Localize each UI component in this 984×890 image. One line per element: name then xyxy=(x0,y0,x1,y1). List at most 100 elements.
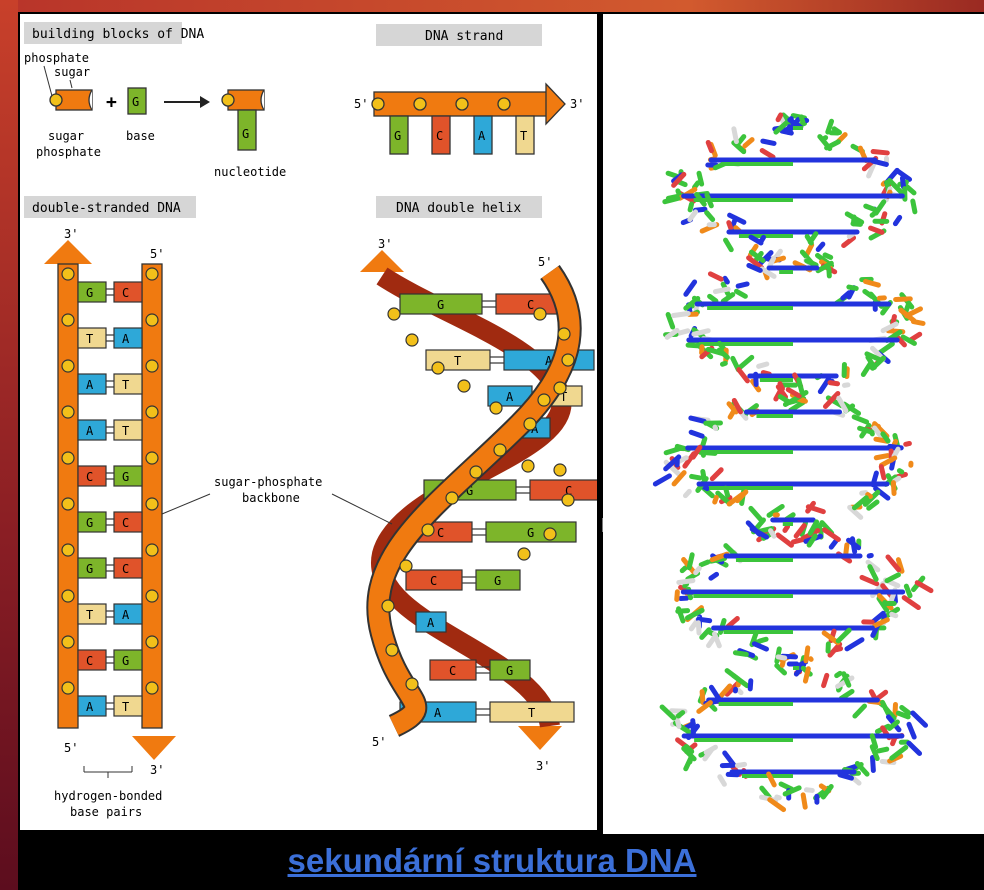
helix-phosphate xyxy=(494,444,506,456)
helix-base-left: A xyxy=(506,390,514,404)
phosphate-label: phosphate xyxy=(24,51,89,65)
model-bond xyxy=(876,202,884,213)
model-bond xyxy=(701,562,708,565)
strand-5-end: 5' xyxy=(354,97,368,111)
dna-stick-model xyxy=(655,115,931,810)
helix-phosphate xyxy=(524,418,536,430)
model-bond xyxy=(761,237,764,241)
top-decor-bar xyxy=(0,0,984,12)
ds-base-pair: CG xyxy=(78,650,142,670)
model-bond xyxy=(825,255,831,257)
model-bond xyxy=(655,476,669,484)
model-bond xyxy=(838,630,849,641)
model-bond xyxy=(854,417,866,422)
ds-base-right: C xyxy=(122,562,129,576)
model-bond xyxy=(695,183,698,187)
caption-link[interactable]: sekundární struktura DNA xyxy=(288,842,697,879)
model-bond xyxy=(759,364,767,366)
helix-phosphate xyxy=(386,644,398,656)
ds-base-left: A xyxy=(86,700,94,714)
model-bond xyxy=(689,555,692,568)
model-bond xyxy=(806,648,808,661)
model-bond xyxy=(778,115,781,120)
helix-phosphate xyxy=(544,528,556,540)
model-bond xyxy=(696,568,700,572)
model-bond xyxy=(906,186,914,193)
helix-phosphate xyxy=(432,362,444,374)
model-bond xyxy=(780,384,782,389)
ds-base-pair: AT xyxy=(78,374,142,394)
model-bond xyxy=(778,657,785,658)
backbone-label-2: backbone xyxy=(242,491,300,505)
sugar-phosphate-label-1: sugar xyxy=(48,129,84,143)
model-bond xyxy=(902,178,903,187)
model-bond xyxy=(871,228,882,232)
model-bond xyxy=(734,129,737,142)
model-bond xyxy=(739,370,748,381)
model-bond xyxy=(678,713,682,716)
model-bond xyxy=(685,491,689,495)
ds-phosphate-right xyxy=(146,406,158,418)
model-bond xyxy=(709,638,714,646)
model-bond xyxy=(896,299,911,300)
helix-bottom-arrow xyxy=(518,726,562,750)
ds-base-pair: AT xyxy=(78,420,142,440)
helix-base-right: T xyxy=(528,706,535,720)
model-bond xyxy=(898,713,908,717)
sugar-pointer xyxy=(70,80,72,88)
model-bond xyxy=(872,736,875,747)
ds-base-right: C xyxy=(122,286,129,300)
helix-phosphate xyxy=(400,560,412,572)
helix-base-left: G xyxy=(437,298,444,312)
model-bond xyxy=(686,282,695,294)
helix-phosphate xyxy=(422,524,434,536)
model-bond xyxy=(707,213,713,220)
ds-base-right: T xyxy=(122,700,129,714)
ds-phosphate-left xyxy=(62,268,74,280)
phosphate-pointer xyxy=(44,66,52,96)
helix-base-pair: A xyxy=(416,612,446,632)
nucleotide-label: nucleotide xyxy=(214,165,286,179)
backbone-label-1: sugar-phosphate xyxy=(214,475,322,489)
arrow-to-nucleotide xyxy=(164,96,210,108)
model-bond xyxy=(872,214,874,215)
sugar-label: sugar xyxy=(54,65,90,79)
model-bond xyxy=(801,117,803,123)
model-bond xyxy=(715,289,728,292)
helix-base-left: C xyxy=(437,526,444,540)
model-bond xyxy=(691,418,704,421)
model-bond xyxy=(793,539,804,542)
ds-top-5: 5' xyxy=(150,247,164,261)
model-bond xyxy=(715,427,716,428)
helix-phosphate xyxy=(406,678,418,690)
model-bond xyxy=(846,545,847,554)
helix-header: DNA double helix xyxy=(396,201,521,216)
strand-base-1: G xyxy=(394,129,401,143)
model-bond xyxy=(862,493,866,494)
model-bond xyxy=(737,764,744,765)
backbone-pointer-left xyxy=(162,494,210,514)
helix-phosphate xyxy=(490,402,502,414)
model-bond xyxy=(863,364,870,375)
helix-base-right: G xyxy=(494,574,501,588)
model-bond xyxy=(780,397,789,403)
model-bond xyxy=(678,721,679,727)
ds-base-left: C xyxy=(86,470,93,484)
model-bond xyxy=(763,141,774,143)
model-bond xyxy=(710,296,716,301)
ds-right-backbone xyxy=(142,264,162,728)
ds-base-left: G xyxy=(86,562,93,576)
model-bond xyxy=(887,575,898,581)
strand-header: DNA strand xyxy=(425,29,503,44)
model-bond xyxy=(729,223,731,228)
model-bond xyxy=(841,691,852,698)
model-bond xyxy=(788,390,799,396)
model-bond xyxy=(844,385,848,386)
ds-base-right: G xyxy=(122,654,129,668)
ds-bottom-arrow xyxy=(132,736,176,760)
model-bond xyxy=(708,142,711,150)
model-bond xyxy=(692,476,700,478)
model-bond xyxy=(830,383,838,384)
ds-phosphate-left xyxy=(62,590,74,602)
model-bond xyxy=(738,284,747,286)
